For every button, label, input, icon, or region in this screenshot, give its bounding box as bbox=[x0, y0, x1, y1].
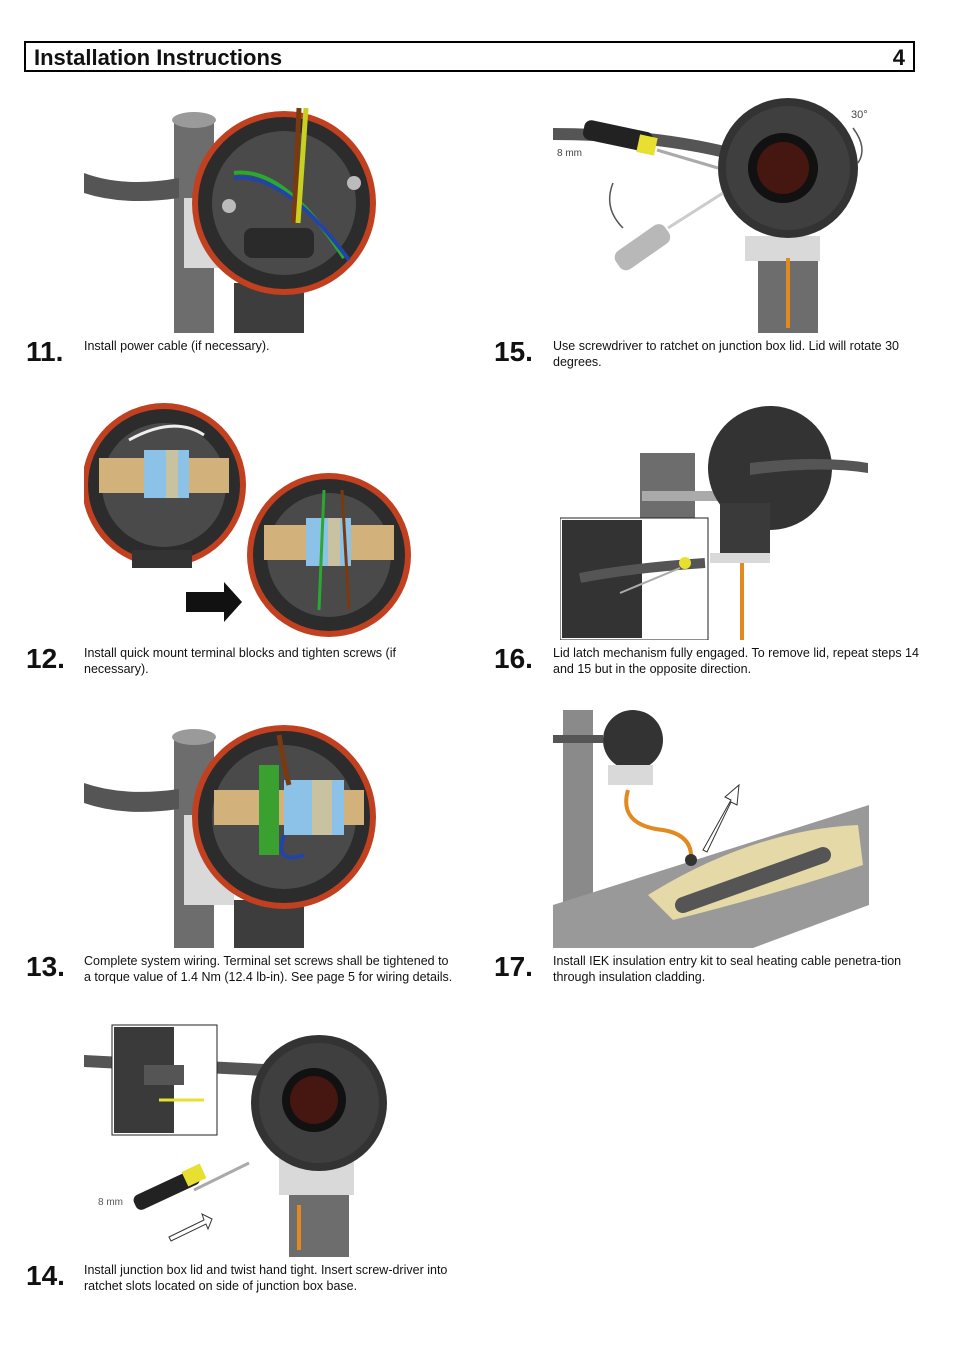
step-number: 13. bbox=[26, 951, 65, 982]
step-text: Install power cable (if necessary). bbox=[84, 339, 270, 353]
step-text: Lid latch mechanism fully engaged. To re… bbox=[553, 646, 919, 676]
page-number: 4 bbox=[892, 45, 905, 70]
size-label: 8 mm bbox=[557, 148, 582, 159]
figure-step-11 bbox=[84, 107, 376, 333]
page-header: Installation Instructions 4 bbox=[24, 41, 915, 72]
figure-step-15: 8 mm 30° bbox=[553, 98, 868, 333]
step-number: 15. bbox=[494, 336, 533, 367]
figure-step-16 bbox=[560, 406, 868, 640]
figure-step-14: 8 mm bbox=[84, 1024, 387, 1257]
step-number: 17. bbox=[494, 951, 533, 982]
figure-step-13 bbox=[84, 725, 376, 948]
size-label: 8 mm bbox=[98, 1197, 123, 1208]
figure-step-17 bbox=[553, 710, 869, 948]
angle-label: 30° bbox=[851, 109, 868, 121]
figure-step-12 bbox=[84, 403, 411, 637]
step-number: 11. bbox=[26, 336, 64, 367]
step-number: 14. bbox=[26, 1260, 65, 1291]
step-number: 16. bbox=[494, 643, 533, 674]
step-number: 12. bbox=[26, 643, 65, 674]
step-text: Complete system wiring. Terminal set scr… bbox=[84, 954, 453, 984]
step-text: Install quick mount terminal blocks and … bbox=[84, 646, 396, 676]
step-text: Install junction box lid and twist hand … bbox=[84, 1263, 448, 1293]
step-text: Use screwdriver to ratchet on junction b… bbox=[553, 339, 899, 369]
step-text: Install IEK insulation entry kit to seal… bbox=[553, 954, 902, 984]
page-title: Installation Instructions bbox=[34, 45, 283, 70]
